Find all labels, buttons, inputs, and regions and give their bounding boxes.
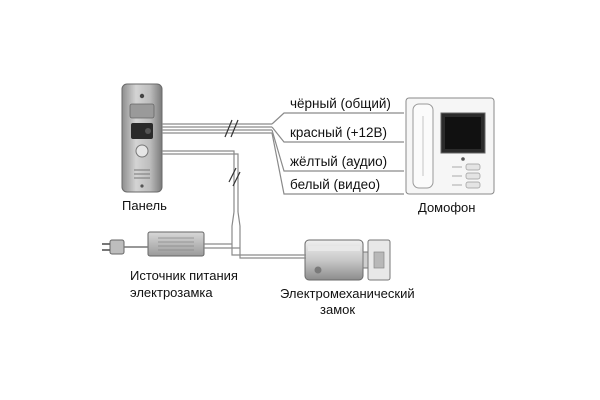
- electromechanical-lock: [304, 239, 391, 281]
- lock-label-line2: замок: [320, 302, 356, 317]
- lock-label-line1: Электромеханический: [280, 286, 415, 301]
- lock-power-supply: [147, 231, 205, 257]
- panel-lock-cable: [162, 150, 306, 259]
- panel-to-monitor-cable: [162, 112, 404, 195]
- intercom-monitor: [405, 97, 495, 195]
- cable-break-mark: [228, 167, 241, 187]
- call-panel: [121, 83, 163, 193]
- panel-label: Панель: [122, 198, 167, 213]
- power-supply-label-line2: электрозамка: [130, 285, 213, 300]
- wire-label-red-12v: красный (+12В): [290, 125, 388, 140]
- power-supply-label-line1: Источник питания: [130, 268, 238, 283]
- mains-plug-icon: [102, 239, 148, 255]
- wire-label-yellow-audio: жёлтый (аудио): [290, 154, 388, 169]
- cable-break-mark: [224, 119, 239, 138]
- monitor-label: Домофон: [418, 200, 476, 215]
- wire-label-white-video: белый (видео): [290, 177, 381, 192]
- wire-label-black-common: чёрный (общий): [290, 96, 391, 111]
